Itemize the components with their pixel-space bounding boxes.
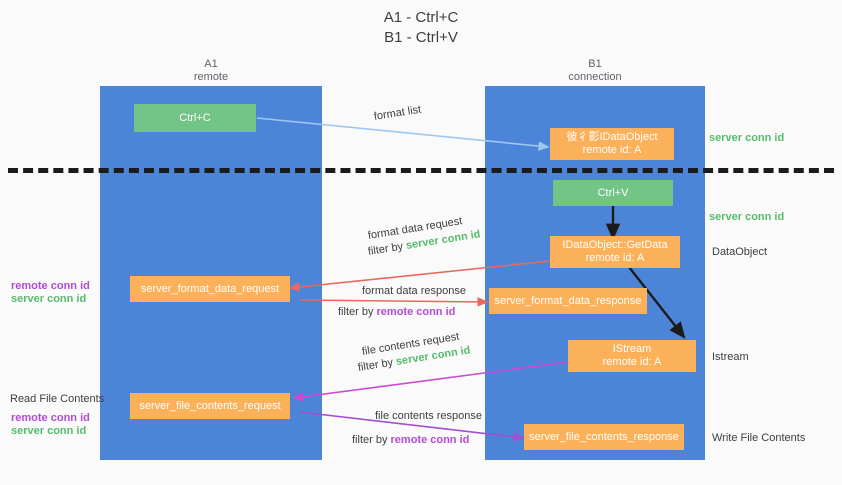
annotation-dataobject-text: DataObject <box>712 246 768 258</box>
diagram-title: A1 - Ctrl+C B1 - Ctrl+V <box>0 8 842 48</box>
annotation-format-remote-conn-id: remote conn id <box>11 279 90 293</box>
box-getdata-label: IDataObject::GetData <box>562 239 668 251</box>
annotation-write-file-contents-text: Write File Contents <box>712 432 806 444</box>
column-a1-sub: remote <box>193 71 229 83</box>
annotation-istream-text: Istream <box>712 351 749 363</box>
annotation-read-file-contents-text: Read File Contents <box>10 393 105 405</box>
box-ctrl-c-label: Ctrl+C <box>179 111 211 124</box>
annotation-format-server-conn-id: server conn id <box>11 292 86 306</box>
edge-label-file-contents-response: file contents response <box>375 409 482 423</box>
title-line-1: A1 - Ctrl+C <box>383 9 459 26</box>
annotation-file-remote-conn-id-text: remote conn id <box>11 412 90 424</box>
box-server-file-contents-request-label: server_file_contents_request <box>139 399 281 412</box>
annotation-server-conn-id-mid: server conn id <box>709 210 784 224</box>
box-server-file-contents-request[interactable]: server_file_contents_request <box>130 393 290 419</box>
filter-prefix: filter by <box>338 306 377 318</box>
arrow-format-data-response <box>299 297 489 307</box>
annotation-file-server-conn-id: server conn id <box>11 424 86 438</box>
filter-prefix: filter by <box>352 434 391 446</box>
box-server-format-data-request-label: server_format_data_request <box>140 282 280 295</box>
annotation-format-remote-conn-id-text: remote conn id <box>11 280 90 292</box>
box-server-file-contents-response-label: server_file_contents_response <box>529 430 679 443</box>
annotation-server-conn-id-top: server conn id <box>709 131 784 145</box>
column-header-a1: A1 remote <box>131 58 291 84</box>
box-ctrl-v[interactable]: Ctrl+V <box>553 180 673 206</box>
edge-label-file-contents-response-filter: filter by remote conn id <box>352 433 469 447</box>
box-idataobject-label: 彼彳影IDataObject <box>566 131 658 143</box>
box-idataobject-getdata[interactable]: IDataObject::GetData remote id: A <box>550 236 680 268</box>
box-istream[interactable]: IStream remote id: A <box>568 340 696 372</box>
edge-label-format-list: format list <box>373 103 422 124</box>
box-istream-label: IStream <box>612 343 652 355</box>
box-ctrl-v-label: Ctrl+V <box>597 186 629 199</box>
column-a1-name: A1 <box>204 58 218 70</box>
filter-value-remote-conn-id: remote conn id <box>390 434 470 446</box>
edge-label-format-data-response-text: format data response <box>362 285 466 297</box>
column-b1-sub: connection <box>568 71 622 83</box>
box-idataobject[interactable]: 彼彳影IDataObject remote id: A <box>550 128 674 160</box>
box-istream-remote-id: remote id: A <box>602 356 662 368</box>
annotation-read-file-contents: Read File Contents <box>10 392 104 406</box>
annotation-write-file-contents: Write File Contents <box>712 431 805 445</box>
edge-label-format-list-text: format list <box>373 103 423 123</box>
title-line-2: B1 - Ctrl+V <box>384 29 458 46</box>
annotation-server-conn-id-mid-text: server conn id <box>709 211 785 223</box>
annotation-dataobject: DataObject <box>712 245 767 259</box>
edge-label-file-contents-response-text: file contents response <box>375 410 483 422</box>
column-header-b1: B1 connection <box>515 58 675 84</box>
dashed-separator <box>8 168 834 173</box>
annotation-server-conn-id-top-text: server conn id <box>709 132 785 144</box>
box-server-format-data-request[interactable]: server_format_data_request <box>130 276 290 302</box>
annotation-file-remote-conn-id: remote conn id <box>11 411 90 425</box>
box-idataobject-remote-id: remote id: A <box>582 144 642 156</box>
annotation-istream: Istream <box>712 350 749 364</box>
box-server-format-data-response-label: server_format_data_response <box>494 294 642 307</box>
box-server-format-data-response[interactable]: server_format_data_response <box>489 288 647 314</box>
box-server-file-contents-response[interactable]: server_file_contents_response <box>524 424 684 450</box>
edge-label-format-data-response-filter: filter by remote conn id <box>338 305 455 319</box>
annotation-format-server-conn-id-text: server conn id <box>11 293 87 305</box>
column-b1-name: B1 <box>588 58 602 70</box>
box-ctrl-c[interactable]: Ctrl+C <box>134 104 256 132</box>
filter-value-remote-conn-id: remote conn id <box>376 306 456 318</box>
annotation-file-server-conn-id-text: server conn id <box>11 425 87 437</box>
edge-label-format-data-response: format data response <box>362 284 466 298</box>
box-getdata-remote-id: remote id: A <box>585 252 645 264</box>
filter-prefix: filter by <box>367 240 407 258</box>
